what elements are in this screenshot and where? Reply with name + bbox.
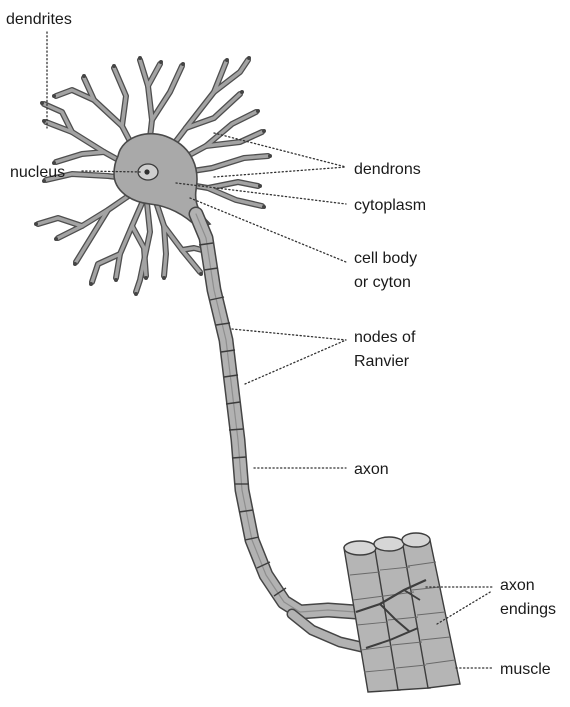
label-muscle: muscle	[500, 661, 551, 678]
label-dendrons: dendrons	[354, 161, 421, 178]
muscle-bundle	[344, 533, 460, 692]
myelin-sheath	[196, 214, 356, 612]
label-cell-body: cell body	[354, 250, 417, 267]
label-axon: axon	[354, 461, 389, 478]
label-axon-endings: axon	[500, 577, 535, 594]
label-axon-endings-2: endings	[500, 601, 556, 618]
label-dendrites: dendrites	[6, 11, 72, 28]
axon-core	[196, 214, 356, 612]
label-nucleus: nucleus	[10, 164, 65, 181]
label-nodes-of-ranvier: nodes of	[354, 329, 416, 346]
label-nodes-of-ranvier-2: Ranvier	[354, 353, 410, 370]
nucleolus	[144, 169, 149, 174]
neuron-illustration	[34, 56, 460, 692]
axon-outline	[196, 214, 356, 612]
label-cytoplasm: cytoplasm	[354, 197, 426, 214]
label-cell-body-2: or cyton	[354, 274, 411, 291]
labels: dendrites nucleus dendrons cytoplasm cel…	[6, 11, 556, 678]
